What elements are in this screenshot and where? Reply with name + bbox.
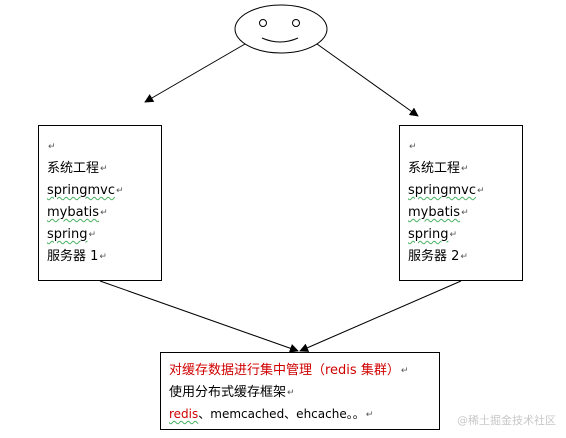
paragraph-mark: ↵: [115, 186, 124, 196]
cache-line-3-rest: 、memcached、ehcache。。: [198, 407, 365, 421]
paragraph-mark: ↵: [365, 410, 374, 420]
paragraph-mark: ↵: [100, 164, 108, 174]
server2-line-3: mybatis: [408, 205, 461, 220]
paragraph-mark: ↵: [88, 230, 97, 240]
right-eye: [292, 19, 300, 27]
server1-line-3: mybatis: [47, 205, 100, 220]
face-outline: [234, 4, 328, 54]
server1-line-2: springmvc: [47, 183, 115, 198]
paragraph-mark: ↵: [476, 186, 485, 196]
server1-line-4: spring: [47, 227, 88, 242]
paragraph-mark: ↵: [99, 252, 107, 262]
paragraph-mark: ↵: [460, 252, 468, 262]
arrow-user-to-server2: [316, 43, 419, 117]
cache-line-3-redis: redis: [169, 407, 199, 421]
server2-line-5: 服务器 2: [408, 249, 460, 264]
paragraph-mark: ↵: [409, 142, 417, 152]
server2-line-4: spring: [408, 227, 449, 242]
paragraph-mark: ↵: [48, 142, 56, 152]
arrow-server1-to-cache: [99, 280, 299, 353]
paragraph-mark: ↵: [449, 230, 458, 240]
arrow-user-to-server1: [144, 43, 246, 103]
cache-line-2: 使用分布式缓存框架: [169, 385, 287, 400]
left-eye: [259, 19, 267, 27]
server1-line-5: 服务器 1: [47, 249, 99, 264]
server1-line-1: 系统工程: [47, 161, 100, 176]
watermark: @稀土掘金技术社区: [457, 414, 556, 427]
server2-line-2: springmvc: [408, 183, 476, 198]
server2-blank-line: ↵: [408, 136, 485, 158]
server1-blank-line: ↵: [47, 136, 124, 158]
server2-line-1: 系统工程: [408, 161, 461, 176]
paragraph-mark: ↵: [461, 164, 469, 174]
cache-line-1: 对缓存数据进行集中管理（redis 集群）: [169, 363, 400, 378]
paragraph-mark: ↵: [287, 388, 295, 398]
server1-node: ↵ 系统工程↵ springmvc↵ mybatis↵ spring↵ 服务器 …: [38, 125, 162, 281]
smile: [261, 37, 299, 43]
user-face-icon: [234, 4, 328, 54]
paragraph-mark: ↵: [100, 208, 108, 218]
paragraph-mark: ↵: [400, 366, 409, 376]
paragraph-mark: ↵: [461, 208, 469, 218]
cache-node: 对缓存数据进行集中管理（redis 集群）↵ 使用分布式缓存框架↵ redis、…: [160, 352, 440, 430]
arrow-server2-to-cache: [299, 280, 462, 352]
server2-node: ↵ 系统工程↵ springmvc↵ mybatis↵ spring↵ 服务器 …: [399, 125, 523, 281]
